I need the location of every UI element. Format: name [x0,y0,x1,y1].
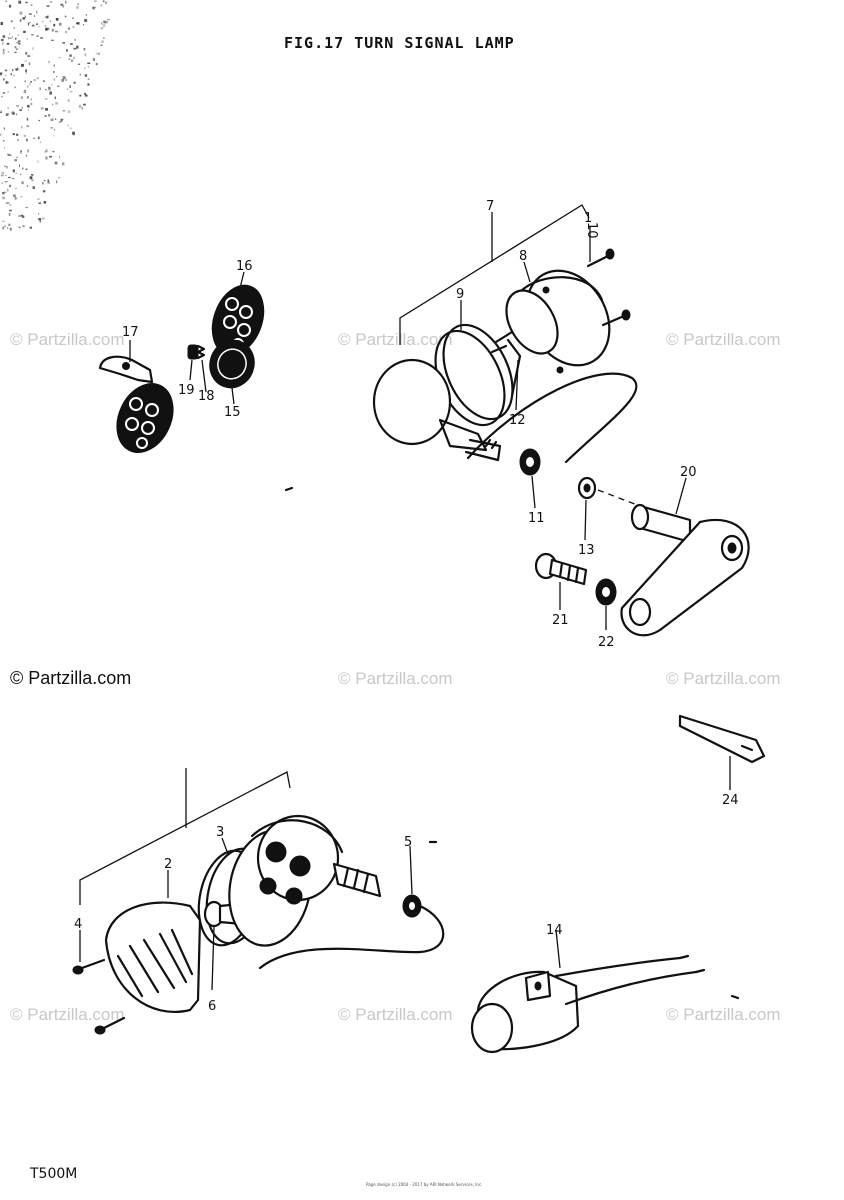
watermark: © Partzilla.com [338,330,453,349]
watermark: © Partzilla.com [338,1005,453,1024]
callout-12: 12 [509,413,526,428]
part-15-reflector-case [209,339,255,389]
part-10-screw [586,248,631,327]
callout-21: 21 [552,613,569,628]
part-4-screw [72,958,126,1035]
part-24-terminal [678,714,766,764]
callout-2: 2 [164,857,172,872]
callout-8: 8 [519,249,527,264]
callout-15: 15 [224,405,241,420]
part-lens-globe [372,358,502,462]
callout-labels: 1 2 3 4 5 6 7 8 9 10 10 11 12 13 14 15 1… [74,199,739,1014]
callout-5: 5 [404,835,412,850]
watermark: © Partzilla.com [666,669,781,688]
callout-16: 16 [236,259,253,274]
callout-4: 4 [74,917,82,932]
callout-9: 9 [456,287,464,302]
group-bracket-7 [399,204,590,345]
part-2-lens [104,901,202,1013]
watermark: © Partzilla.com [10,330,125,349]
part-21-bolt [534,552,588,586]
callout-14: 14 [546,923,563,938]
assembly-line [597,489,641,507]
watermark: © Partzilla.com [666,330,781,349]
watermark: © Partzilla.com [666,1005,781,1024]
part-17-reflector [98,355,174,453]
part-14-flasher-relay [470,954,706,1054]
wire [466,372,638,464]
callout-3: 3 [216,825,224,840]
leader-lines [79,226,731,991]
callout-6: 6 [208,999,216,1014]
wire [258,904,445,970]
part-16-reflector-lens [211,284,265,356]
watermark: © Partzilla.com [10,1005,125,1024]
watermark: © Partzilla.com [338,669,453,688]
part-19-spring [187,344,206,360]
part-housing [228,814,382,947]
watermark: © Partzilla.com [10,668,131,688]
part-13-washer [577,476,597,500]
part-22-washer [595,578,617,606]
part-5-grommet [402,894,422,918]
model-label: T500M [29,1166,77,1182]
scan-marks [284,486,740,1000]
callout-19: 19 [178,383,195,398]
callout-17: 17 [122,325,139,340]
callout-22: 22 [598,635,615,650]
part-8-housing [490,269,611,374]
callout-20: 20 [680,465,697,480]
part-12-shaft [506,338,522,398]
figure-title: FIG.17 TURN SIGNAL LAMP [284,34,515,52]
group-bracket-1 [79,768,291,905]
part-11-nut [519,448,541,476]
callout-11: 11 [528,511,545,526]
callout-10-visible: 10 [584,222,599,239]
footer-copyright: Page design (c) 2004 - 2017 by ARI Netwo… [366,1182,482,1187]
callout-7: 7 [486,199,494,214]
callout-13: 13 [578,543,595,558]
callout-1: 1 [584,211,592,226]
callout-18: 18 [198,389,215,404]
part-20-bracket [620,503,750,637]
scan-noise [0,0,110,231]
callout-24: 24 [722,793,739,808]
